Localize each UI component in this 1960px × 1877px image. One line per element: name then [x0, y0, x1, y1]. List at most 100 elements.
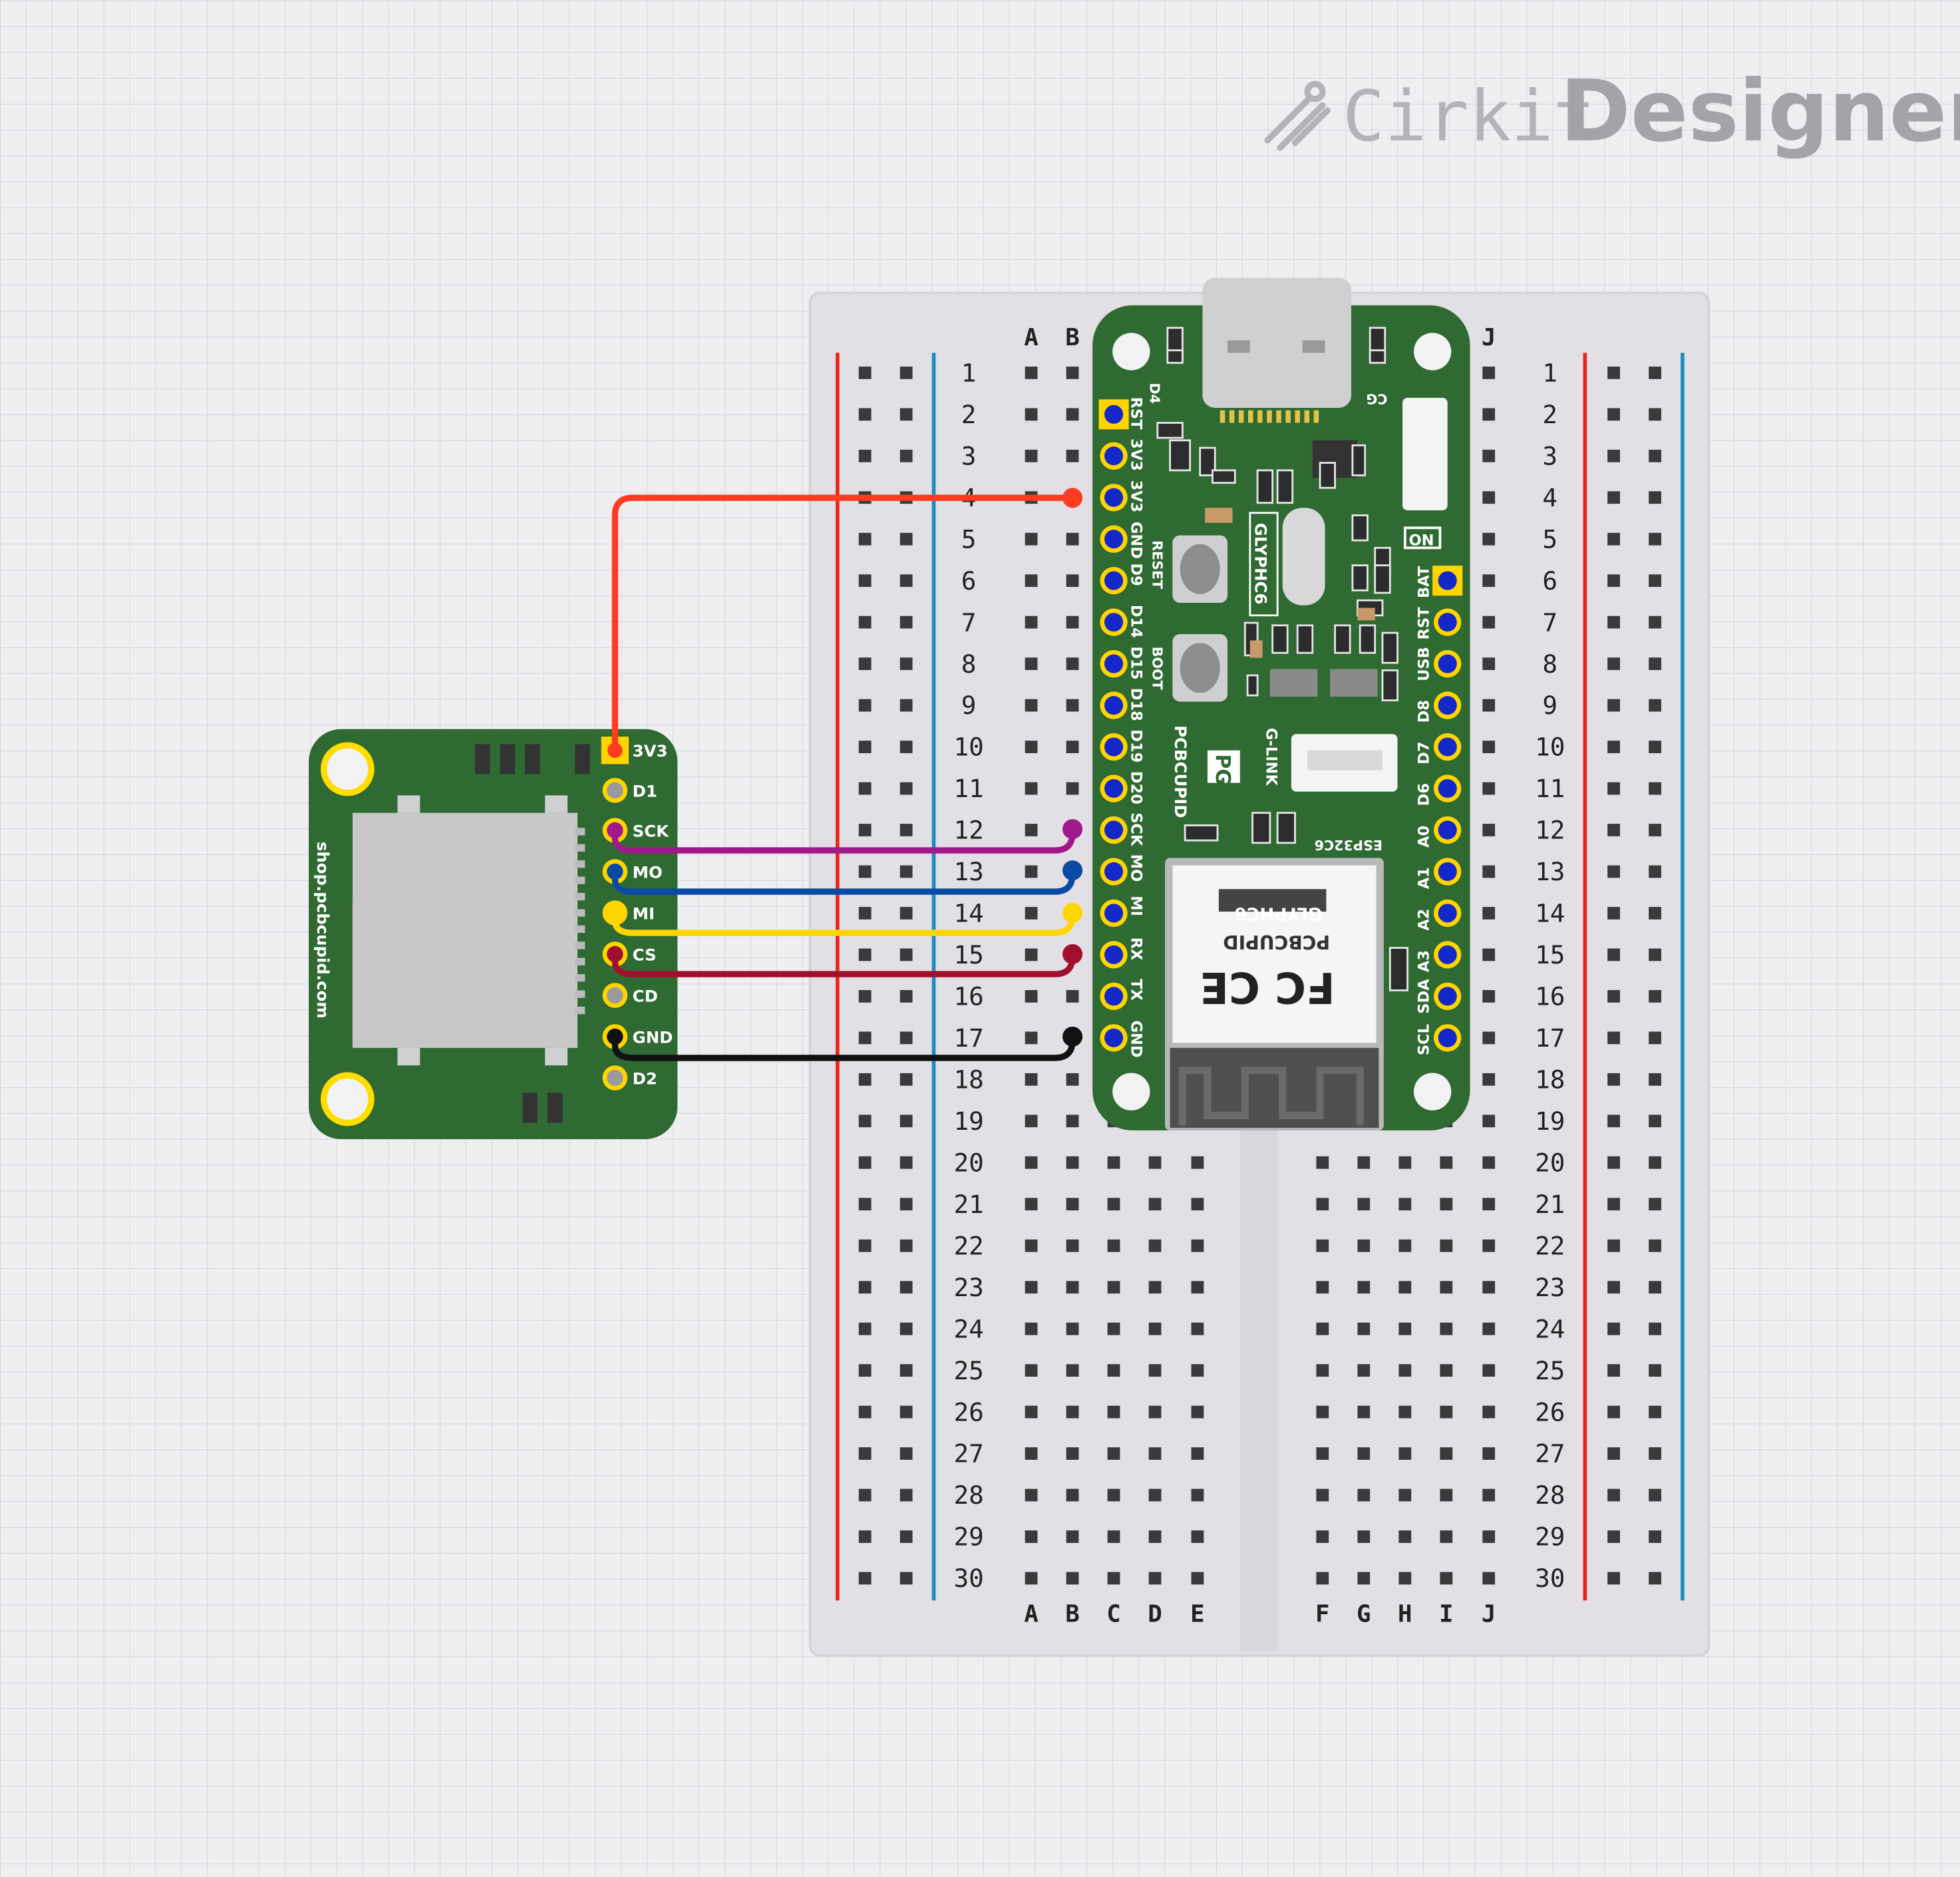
bb-hole[interactable] — [1066, 1447, 1079, 1460]
bb-hole[interactable] — [1482, 1281, 1496, 1294]
bb-hole[interactable] — [1148, 1447, 1162, 1460]
bb-hole[interactable] — [1357, 1488, 1371, 1502]
bb-hole[interactable] — [1066, 449, 1079, 462]
bb-hole[interactable] — [1482, 1572, 1496, 1585]
bb-hole[interactable] — [1440, 1198, 1453, 1211]
bb-hole[interactable] — [1440, 1405, 1453, 1419]
bb-hole[interactable] — [899, 366, 913, 379]
bb-hole[interactable] — [1607, 366, 1620, 379]
bb-hole[interactable] — [1607, 865, 1620, 878]
bb-hole[interactable] — [1316, 1239, 1329, 1252]
bb-hole[interactable] — [858, 907, 872, 920]
bb-hole[interactable] — [1191, 1530, 1204, 1543]
wire-endpoint[interactable] — [607, 946, 623, 962]
bb-hole[interactable] — [858, 699, 872, 712]
bb-hole[interactable] — [1191, 1364, 1204, 1377]
bb-hole[interactable] — [1025, 1364, 1038, 1377]
bb-hole[interactable] — [858, 782, 872, 795]
bb-hole[interactable] — [1107, 1156, 1120, 1169]
bb-hole[interactable] — [1066, 1156, 1079, 1169]
bb-hole[interactable] — [1607, 824, 1620, 836]
bb-hole[interactable] — [858, 1488, 872, 1502]
wire-3v3[interactable] — [611, 494, 1076, 754]
bb-hole[interactable] — [1607, 574, 1620, 588]
bb-hole[interactable] — [1398, 1156, 1412, 1169]
bb-hole[interactable] — [1607, 532, 1620, 546]
bb-hole[interactable] — [899, 1239, 913, 1252]
bb-hole[interactable] — [1649, 1405, 1661, 1419]
bb-hole[interactable] — [858, 408, 872, 421]
bb-hole[interactable] — [899, 408, 913, 421]
bb-hole[interactable] — [1482, 532, 1496, 546]
bb-hole[interactable] — [899, 615, 913, 629]
bb-hole[interactable] — [1357, 1530, 1371, 1543]
bb-hole[interactable] — [899, 1364, 913, 1377]
bb-hole[interactable] — [899, 1530, 913, 1543]
bb-hole[interactable] — [1649, 1364, 1661, 1377]
bb-hole[interactable] — [1107, 1530, 1120, 1543]
bb-hole[interactable] — [899, 1281, 913, 1294]
bb-hole[interactable] — [1482, 366, 1496, 379]
bb-hole[interactable] — [1649, 532, 1661, 546]
bb-hole[interactable] — [1607, 990, 1620, 1003]
bb-hole[interactable] — [1482, 948, 1496, 961]
bb-hole[interactable] — [1191, 1405, 1204, 1419]
bb-hole[interactable] — [1607, 1239, 1620, 1252]
bb-hole[interactable] — [1025, 1073, 1038, 1086]
bb-hole[interactable] — [1066, 657, 1079, 671]
wire-sck[interactable] — [611, 826, 1076, 854]
bb-hole[interactable] — [1649, 1031, 1661, 1045]
bb-hole[interactable] — [1107, 1322, 1120, 1335]
bb-hole[interactable] — [1316, 1156, 1329, 1169]
bb-hole[interactable] — [1357, 1198, 1371, 1211]
bb-hole[interactable] — [1357, 1572, 1371, 1585]
bb-hole[interactable] — [1649, 782, 1661, 795]
bb-hole[interactable] — [1398, 1447, 1412, 1460]
bb-hole[interactable] — [1482, 824, 1496, 836]
bb-hole[interactable] — [1649, 865, 1661, 878]
bb-hole[interactable] — [858, 574, 872, 588]
bb-hole[interactable] — [858, 1198, 872, 1211]
bb-hole[interactable] — [858, 1239, 872, 1252]
bb-hole[interactable] — [1440, 1156, 1453, 1169]
wire-endpoint[interactable] — [1062, 943, 1083, 965]
bb-hole[interactable] — [1482, 1073, 1496, 1086]
bb-hole[interactable] — [1649, 1488, 1661, 1502]
bb-hole[interactable] — [1191, 1322, 1204, 1335]
bb-hole[interactable] — [1482, 657, 1496, 671]
bb-hole[interactable] — [1025, 1405, 1038, 1419]
bb-hole[interactable] — [899, 449, 913, 462]
bb-hole[interactable] — [1482, 699, 1496, 712]
bb-hole[interactable] — [1025, 824, 1038, 836]
bb-hole[interactable] — [1191, 1198, 1204, 1211]
bb-hole[interactable] — [899, 1405, 913, 1419]
bb-hole[interactable] — [1066, 1405, 1079, 1419]
bb-hole[interactable] — [1398, 1405, 1412, 1419]
wire-endpoint[interactable] — [1062, 902, 1083, 924]
bb-hole[interactable] — [1607, 907, 1620, 920]
bb-hole[interactable] — [1482, 1364, 1496, 1377]
bb-hole[interactable] — [1482, 491, 1496, 504]
power-switch[interactable] — [1402, 397, 1448, 511]
bb-hole[interactable] — [1191, 1447, 1204, 1460]
bb-hole[interactable] — [1066, 699, 1079, 712]
bb-hole[interactable] — [1649, 1530, 1661, 1543]
bb-hole[interactable] — [1066, 990, 1079, 1003]
bb-hole[interactable] — [1649, 990, 1661, 1003]
bb-hole[interactable] — [1649, 1322, 1661, 1335]
wire-endpoint[interactable] — [607, 864, 623, 880]
bb-hole[interactable] — [858, 1405, 872, 1419]
bb-hole[interactable] — [1649, 1447, 1661, 1460]
bb-hole[interactable] — [1025, 699, 1038, 712]
glyph-c6-board[interactable]: RESET BOOT ON GLYPHC6 PCBCUPID G-LINK ES… — [1092, 277, 1470, 1130]
bb-hole[interactable] — [1066, 1239, 1079, 1252]
bb-hole[interactable] — [1025, 1281, 1038, 1294]
bb-hole[interactable] — [899, 990, 913, 1003]
bb-hole[interactable] — [1025, 865, 1038, 878]
bb-hole[interactable] — [1025, 532, 1038, 546]
bb-hole[interactable] — [1482, 741, 1496, 753]
bb-hole[interactable] — [899, 824, 913, 836]
bb-hole[interactable] — [1066, 1364, 1079, 1377]
bb-hole[interactable] — [1607, 741, 1620, 753]
bb-hole[interactable] — [1649, 491, 1661, 504]
